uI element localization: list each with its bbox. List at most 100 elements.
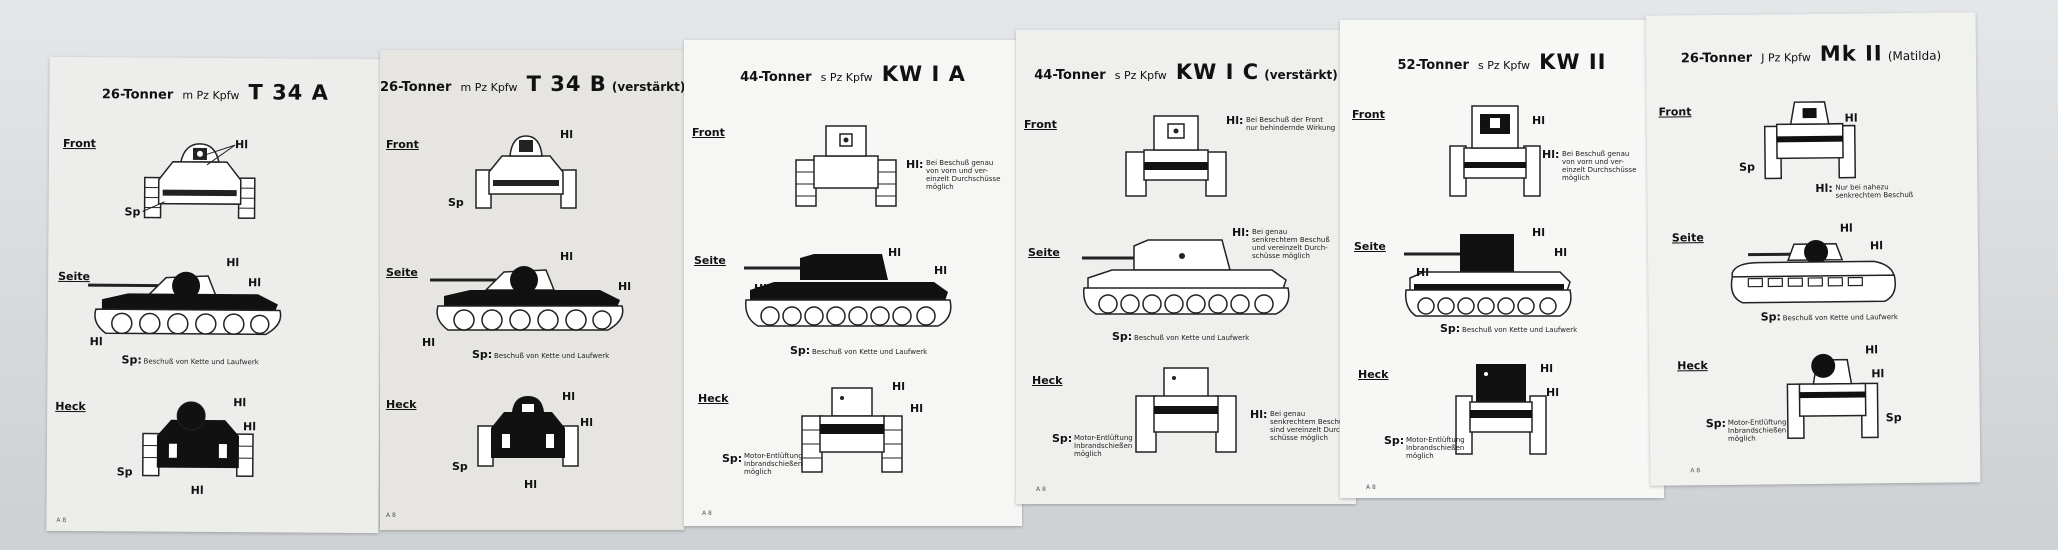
mark-hl: Hl [560, 250, 573, 263]
tank-front-view [1449, 105, 1541, 197]
panel-t34b: 26-Tonner m Pz Kpfw T 34 B (verstärkt) F… [380, 50, 686, 530]
model-name: Mk II [1819, 41, 1883, 66]
tank-side-view [1082, 239, 1290, 315]
tank-front-view [143, 143, 256, 220]
weight-class: 44-Tonner [1034, 68, 1106, 83]
tank-side-view [430, 266, 624, 331]
tank-rear-view [477, 396, 579, 467]
section-rear: Heck [698, 392, 729, 405]
mark-hl: Hl [1554, 246, 1567, 259]
tank-front-view [475, 135, 577, 209]
model-name: KW II [1539, 50, 1607, 74]
pointer-lines [142, 201, 165, 212]
mark-sp-colon: Sp: [472, 348, 493, 361]
mark-hl: Hl [1532, 226, 1545, 239]
tank-rear-view [1786, 353, 1879, 440]
model-suffix: (Matilda) [1887, 48, 1942, 64]
rear-note-hl: Bei genau senkrechtem Beschuß sind verei… [1270, 410, 1348, 442]
panel-title: 44-Tonner s Pz Kpfw KW I A [684, 62, 1022, 86]
weight-class: 52-Tonner [1397, 58, 1469, 73]
mark-hl: Hl [190, 483, 204, 497]
section-front: Front [1352, 108, 1385, 121]
mark-hl: Hl [233, 396, 247, 410]
panel-kw2: 52-Tonner s Pz Kpfw KW II Front Hl Hl: B… [1340, 20, 1664, 498]
mark-hl: Hl [910, 402, 923, 415]
mark-hl: Hl [524, 478, 537, 491]
weight-class: 26-Tonner [380, 80, 452, 95]
mark-sp: Sp [1885, 411, 1902, 425]
section-rear: Heck [55, 399, 86, 414]
front-note: Bei Beschuß der Front nur behindernde Wi… [1246, 116, 1336, 132]
mark-hl: Hl [560, 128, 573, 141]
mark-sp-colon: Sp: [1440, 322, 1461, 335]
mark-hl: Hl [580, 416, 593, 429]
mark-hl-colon: Hl: [1815, 181, 1833, 195]
rear-note: Motor-Entlüftung Inbrandschießen möglich [1727, 418, 1787, 443]
mark-sp: Sp [116, 465, 133, 479]
model-suffix: (verstärkt) [611, 80, 686, 94]
footer-code: A 8 [702, 510, 712, 517]
panel-mk2-matilda: 26-Tonner J Pz Kpfw Mk II (Matilda) Fron… [1645, 12, 1981, 486]
tank-rear-view [1135, 367, 1237, 453]
section-front: Front [1658, 105, 1692, 119]
model-name: T 34 B [526, 72, 607, 96]
model-name: KW I C [1175, 60, 1260, 84]
mark-sp: Sp [448, 196, 464, 209]
tank-front-view [1125, 115, 1227, 197]
mark-hl: Hl [1416, 266, 1429, 279]
tank-rear-view [141, 401, 254, 478]
tank-side-view [1404, 234, 1572, 317]
mark-hl: Hl [248, 276, 262, 290]
mark-hl-colon: Hl: [1232, 226, 1250, 239]
tank-front-view [795, 125, 897, 207]
section-side: Seite [1028, 246, 1060, 259]
mark-sp-colon: Sp: [1705, 416, 1727, 431]
mark-hl: Hl [1871, 367, 1885, 381]
mark-hl: Hl [1869, 239, 1884, 253]
mark-sp-colon: Sp: [722, 452, 743, 465]
side-note: Beschuß von Kette und Laufwerk [494, 352, 610, 360]
front-note: Bei Beschuß genau von vorn und ver- einz… [926, 159, 1001, 191]
side-note: Beschuß von Kette und Laufwerk [143, 357, 259, 367]
mark-hl: Hl [1540, 362, 1553, 375]
mark-hl: Hl [618, 280, 631, 293]
mark-sp-colon: Sp: [1760, 310, 1781, 324]
section-side: Seite [386, 266, 418, 279]
panel-title: 26-Tonner J Pz Kpfw Mk II (Matilda) [1646, 40, 1976, 67]
tank-rear-view [801, 387, 903, 473]
mark-sp-colon: Sp: [1384, 434, 1405, 447]
front-note: Nur bei nahezu senkrechtem Beschuß [1835, 183, 1914, 200]
section-rear: Heck [1358, 368, 1389, 381]
mark-sp-colon: Sp: [121, 353, 142, 367]
mark-hl-colon: Hl: [1542, 148, 1560, 161]
panel-kw1c: 44-Tonner s Pz Kpfw KW I C (verstärkt) F… [1016, 30, 1356, 504]
pointer-lines [204, 144, 236, 166]
panel-title: 52-Tonner s Pz Kpfw KW II [1340, 50, 1664, 74]
mark-hl: Hl [1864, 343, 1879, 357]
mark-hl: Hl [89, 335, 103, 349]
vehicle-class: s Pz Kpfw [1114, 69, 1167, 82]
panel-t34a: 26-Tonner m Pz Kpfw T 34 A Front Hl Sp S… [46, 56, 382, 534]
weight-class: 26-Tonner [101, 87, 174, 103]
mark-hl: Hl [754, 282, 767, 295]
panel-title: 26-Tonner m Pz Kpfw T 34 A [49, 79, 381, 105]
mark-hl-colon: Hl: [1226, 114, 1244, 127]
footer-code: A 8 [1366, 484, 1376, 491]
vehicle-class: m Pz Kpfw [460, 81, 518, 94]
vehicle-class: m Pz Kpfw [182, 88, 240, 103]
side-note: Beschuß von Kette und Laufwerk [812, 348, 928, 356]
mark-hl: Hl [1839, 221, 1853, 235]
vehicle-class: J Pz Kpfw [1761, 51, 1811, 65]
model-name: KW I A [881, 62, 966, 86]
vehicle-class: s Pz Kpfw [820, 71, 873, 84]
mark-hl: Hl [934, 264, 947, 277]
section-front: Front [1024, 118, 1057, 131]
weight-class: 26-Tonner [1680, 50, 1753, 67]
mark-hl: Hl [562, 390, 575, 403]
section-rear: Heck [1032, 374, 1063, 387]
mark-sp-colon: Sp: [1112, 330, 1133, 343]
mark-hl: Hl [226, 256, 240, 270]
model-name: T 34 A [248, 80, 329, 105]
section-rear: Heck [1677, 359, 1708, 373]
section-side: Seite [1671, 231, 1704, 245]
